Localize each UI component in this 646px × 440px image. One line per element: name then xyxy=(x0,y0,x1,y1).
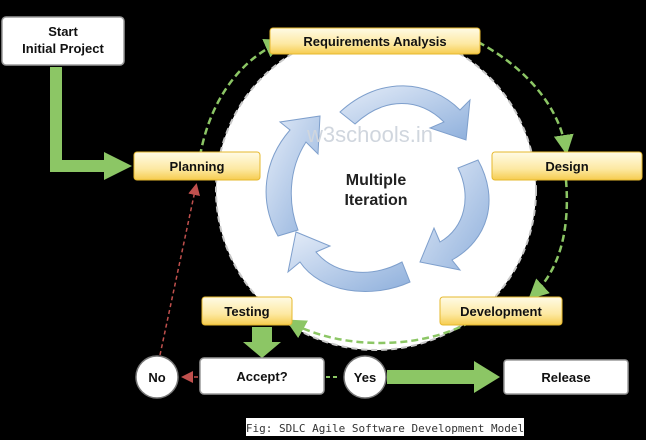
testing-to-accept-arrow xyxy=(243,327,281,358)
phase-requirements-label: Requirements Analysis xyxy=(303,34,446,49)
no-circle xyxy=(135,355,179,399)
arrow-design-to-development xyxy=(528,179,569,300)
release-box xyxy=(503,359,629,395)
phase-development-label: Development xyxy=(460,304,542,319)
phase-planning: Planning xyxy=(133,151,261,181)
caption-background xyxy=(246,418,524,436)
phase-requirements: Requirements Analysis xyxy=(269,27,481,55)
start-box xyxy=(1,16,125,66)
blue-arrow-right xyxy=(419,159,490,271)
center-label-line1: Multiple xyxy=(346,172,407,189)
phase-planning-label: Planning xyxy=(170,159,225,174)
phase-design: Design xyxy=(491,151,643,181)
blue-arrow-bottom xyxy=(287,231,411,292)
accept-label: Accept? xyxy=(236,369,287,384)
blue-arrow-top xyxy=(339,85,471,141)
release-label: Release xyxy=(541,370,590,385)
phase-testing-label: Testing xyxy=(224,304,269,319)
start-label-line2: Initial Project xyxy=(22,41,104,56)
phase-design-label: Design xyxy=(545,159,588,174)
phase-development: Development xyxy=(439,296,563,326)
arrow-requirements-to-design xyxy=(477,40,574,155)
arrow-planning-to-requirements xyxy=(198,39,285,157)
no-label: No xyxy=(148,370,165,385)
watermark-text: w3schools.in xyxy=(306,122,433,147)
yes-to-release-arrow xyxy=(387,361,500,393)
start-label-line1: Start xyxy=(48,24,78,39)
iteration-arrows xyxy=(265,85,490,292)
yes-circle xyxy=(343,355,387,399)
start-to-planning-arrow xyxy=(50,67,132,180)
accept-decision-box xyxy=(199,357,325,395)
figure-caption: Fig: SDLC Agile Software Development Mod… xyxy=(246,422,524,435)
blue-arrow-left xyxy=(265,115,321,237)
cycle-arrows xyxy=(198,39,574,345)
no-to-planning-arrow xyxy=(159,183,200,356)
yes-label: Yes xyxy=(354,370,376,385)
phase-testing: Testing xyxy=(201,296,293,326)
arrow-development-to-testing xyxy=(285,319,471,345)
center-label-line2: Iteration xyxy=(344,192,407,209)
